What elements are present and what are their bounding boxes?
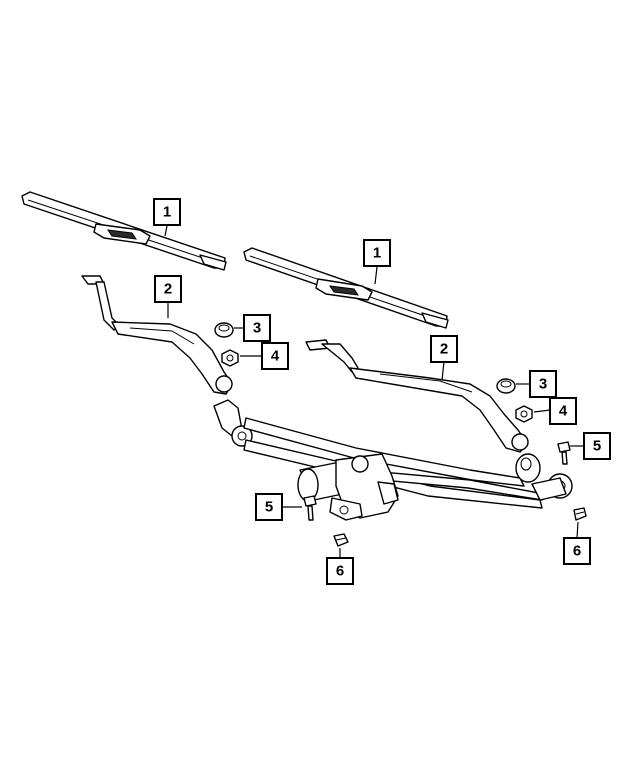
callout-3-right: 3 xyxy=(529,370,557,398)
callout-4-right-label: 4 xyxy=(559,403,568,420)
leader-lines xyxy=(164,225,584,558)
arm-cap-left xyxy=(214,322,234,338)
callout-1-right-label: 1 xyxy=(373,245,381,262)
arm-nut-right xyxy=(515,405,533,423)
wiper-blade-left xyxy=(21,191,227,271)
callout-1-left-label: 1 xyxy=(163,204,171,221)
callout-2-right: 2 xyxy=(430,335,458,363)
bolt-right xyxy=(557,441,571,465)
callout-6-left-label: 6 xyxy=(336,563,344,580)
wiper-blade-right xyxy=(243,247,449,329)
callout-6-right: 6 xyxy=(563,537,591,565)
callout-5-left-label: 5 xyxy=(265,499,273,516)
callout-5-right-label: 5 xyxy=(593,438,601,455)
callout-5-left: 5 xyxy=(255,493,283,521)
callout-3-right-label: 3 xyxy=(539,376,547,393)
wiper-arm-left xyxy=(81,275,233,395)
callout-1-right: 1 xyxy=(363,239,391,267)
callout-5-right: 5 xyxy=(583,432,611,460)
callout-2-right-label: 2 xyxy=(440,341,448,358)
callout-2-left: 2 xyxy=(154,275,182,303)
arm-nut-left xyxy=(221,349,239,367)
clip-nut-left xyxy=(333,533,349,547)
callout-3-left: 3 xyxy=(243,314,271,342)
callout-4-left-label: 4 xyxy=(271,348,280,365)
clip-nut-right xyxy=(573,507,587,521)
wiper-linkage-assembly xyxy=(213,399,573,521)
callout-6-left: 6 xyxy=(326,557,354,585)
callout-1-left: 1 xyxy=(153,198,181,226)
arm-cap-right xyxy=(496,378,516,394)
bolt-left xyxy=(303,495,317,521)
callout-4-left: 4 xyxy=(261,342,289,370)
callout-2-left-label: 2 xyxy=(164,281,172,298)
callout-4-right: 4 xyxy=(549,397,577,425)
callout-3-left-label: 3 xyxy=(253,320,261,337)
callout-6-right-label: 6 xyxy=(573,543,581,560)
wiper-arm-right xyxy=(305,339,529,453)
